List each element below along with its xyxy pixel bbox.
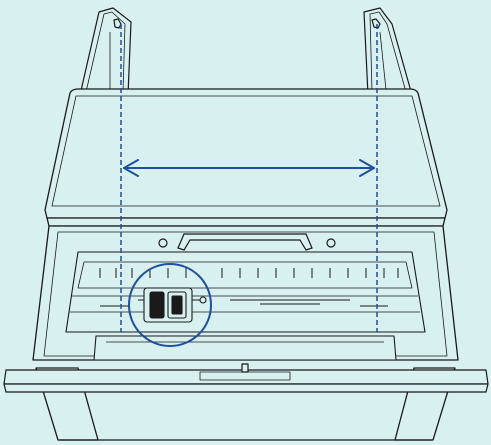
cover-handle	[158, 233, 336, 251]
feed-path-ribs	[99, 268, 399, 307]
paper-chute-tray	[44, 88, 448, 227]
output-tray	[3, 363, 489, 393]
width-adjust-arrow	[123, 159, 375, 177]
pick-roller-module	[138, 287, 207, 323]
highlight-circle	[128, 263, 212, 347]
